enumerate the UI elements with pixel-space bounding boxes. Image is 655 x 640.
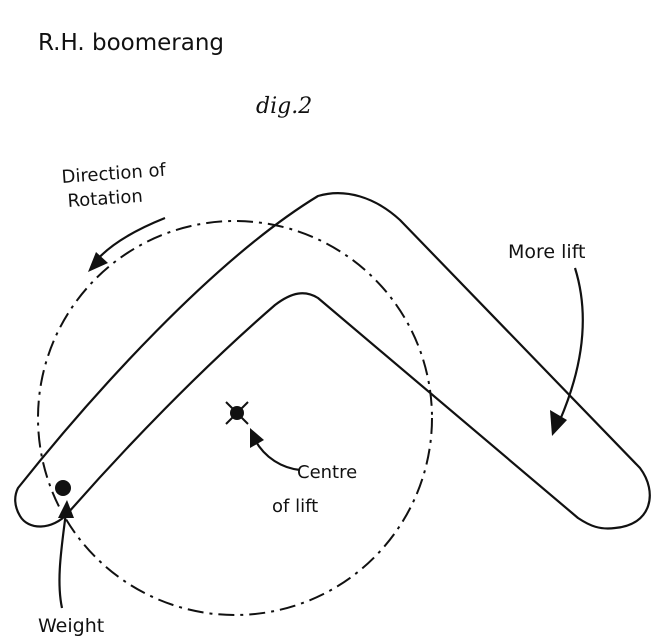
weight-marker: [55, 480, 71, 496]
rotation-arrow-head: [88, 252, 108, 272]
more-lift-label: More lift: [508, 241, 586, 263]
weight-arrow: [58, 511, 68, 609]
direction-label-line1: Direction of: [61, 160, 167, 188]
centre-of-lift-cross: [225, 401, 249, 425]
weight-arrow-head: [58, 500, 74, 518]
more-lift-arrow-head: [550, 410, 567, 436]
diagram-title: R.H. boomerang: [38, 30, 224, 56]
centre-label-line2: of lift: [272, 496, 318, 517]
centre-label-line1: Centre: [297, 462, 357, 483]
more-lift-arrow: [558, 267, 584, 421]
centre-of-lift-arrow: [254, 439, 301, 472]
centre-of-lift-arrow-head: [250, 428, 264, 448]
figure-label: dig.2: [256, 94, 312, 119]
weight-label: Weight: [38, 615, 104, 637]
boomerang-outline: [14, 192, 651, 530]
rotation-arrow: [94, 216, 166, 263]
rotation-circle: [37, 220, 433, 616]
direction-label-line2: Rotation: [67, 186, 144, 212]
